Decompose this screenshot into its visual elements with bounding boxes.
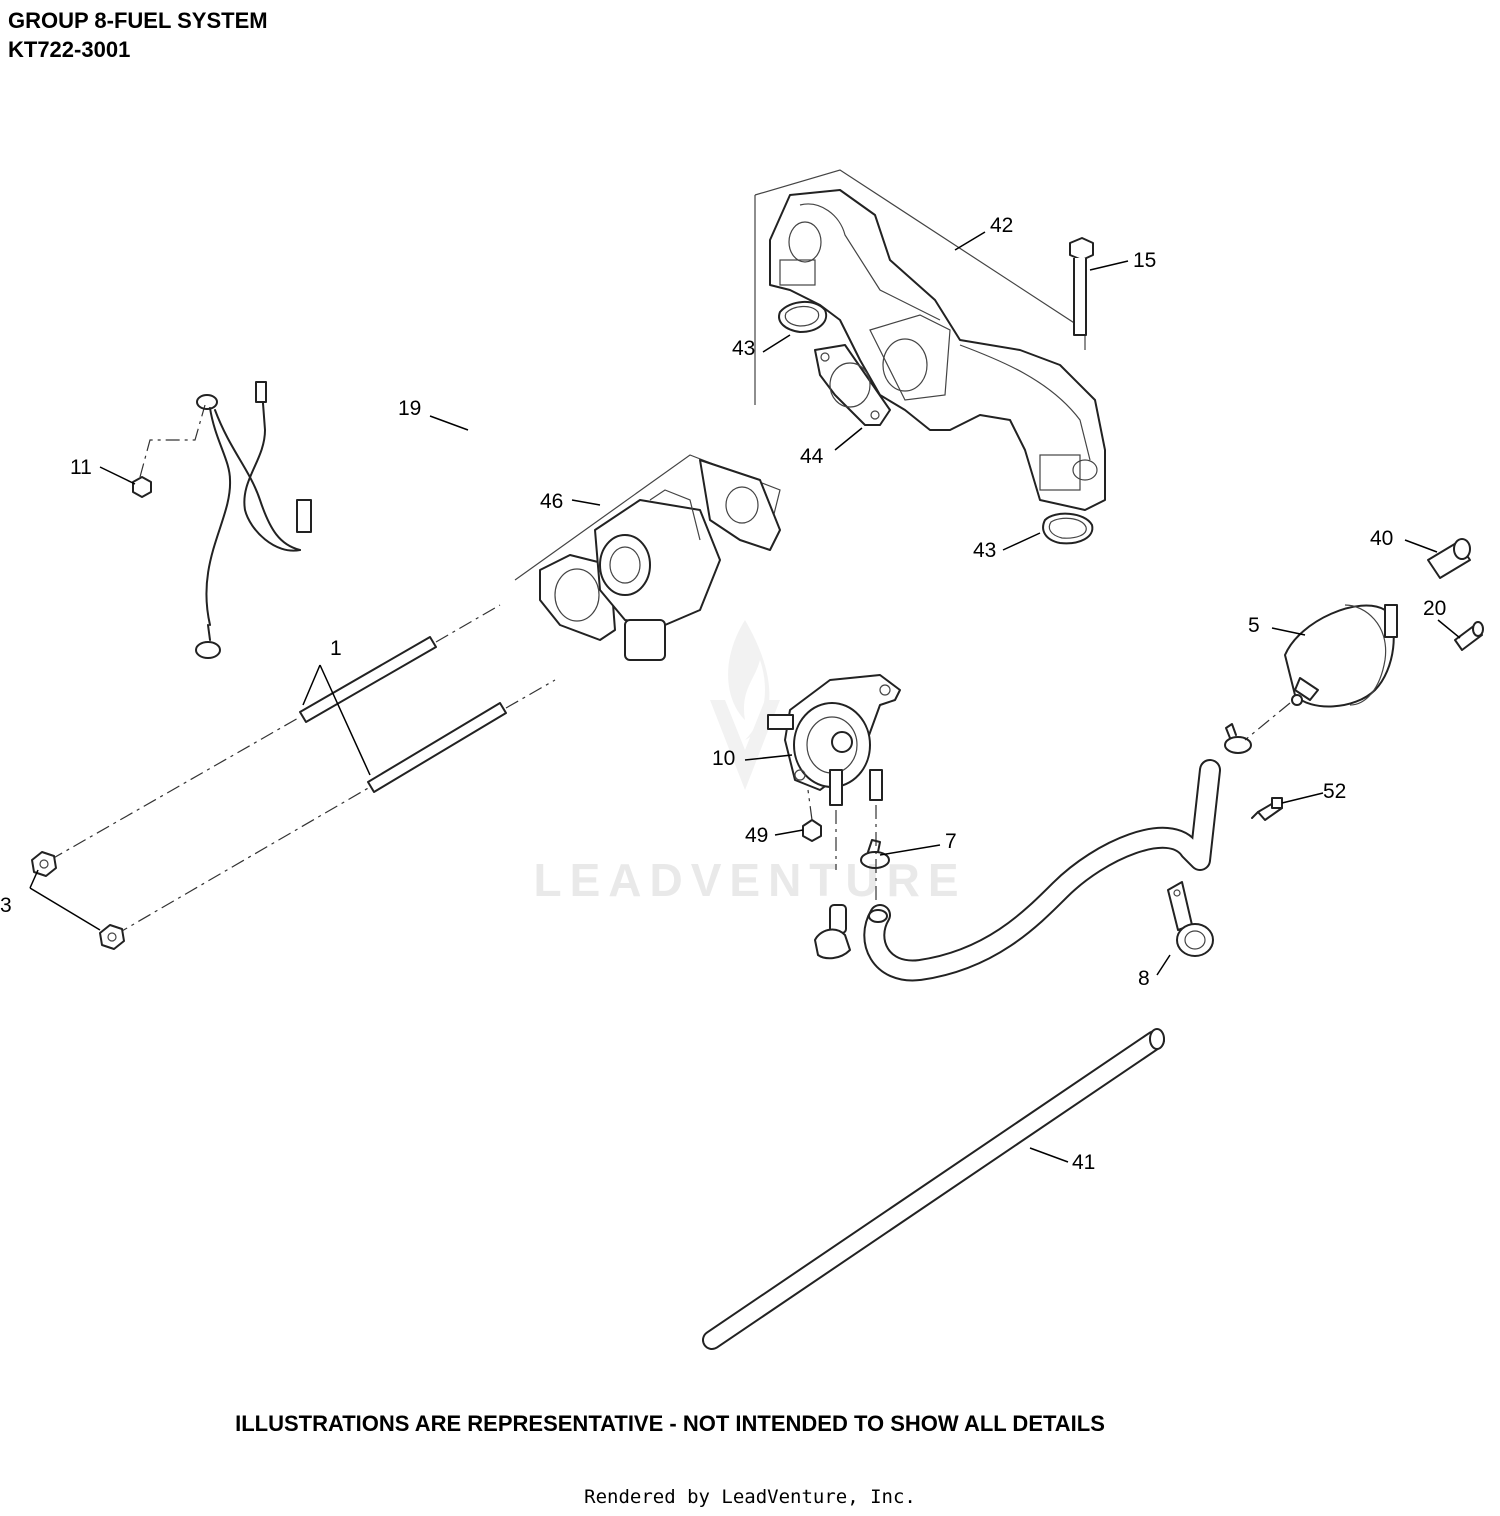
- fitting-52: [1251, 797, 1283, 821]
- centerline-upper: [49, 716, 301, 861]
- callout-43-lower: 43: [973, 539, 996, 562]
- callout-52: 52: [1323, 780, 1346, 803]
- callout-5: 5: [1248, 614, 1260, 637]
- callout-8: 8: [1138, 967, 1150, 990]
- page-title: GROUP 8-FUEL SYSTEM: [8, 8, 268, 33]
- callout-10: 10: [712, 747, 735, 770]
- ground-wire-harness: [195, 381, 312, 659]
- fuel-pump-10: [767, 674, 901, 806]
- nut-3-lower: [99, 924, 125, 950]
- plug-20: [1454, 621, 1484, 651]
- callout-41: 41: [1072, 1151, 1095, 1174]
- stud-1-lower: [367, 702, 507, 793]
- callout-42: 42: [990, 214, 1013, 237]
- intake-manifold: [754, 169, 1106, 511]
- callout-46: 46: [540, 490, 563, 513]
- fuel-filter-5: [1284, 604, 1398, 708]
- gasket-43-lower: [1042, 512, 1094, 545]
- centerline-upper-b: [435, 604, 501, 643]
- callout-40: 40: [1370, 527, 1393, 550]
- centerline-lower: [114, 786, 371, 936]
- disclaimer-text: ILLUSTRATIONS ARE REPRESENTATIVE - NOT I…: [235, 1411, 1105, 1436]
- callout-15: 15: [1133, 249, 1156, 272]
- callout-3: 3: [0, 894, 12, 917]
- clamp-7: [860, 839, 890, 869]
- centerline-lower-b: [505, 679, 556, 709]
- clamp-filter: [1224, 723, 1252, 754]
- screw-11: [132, 404, 206, 498]
- elbow-fitting: [814, 904, 851, 960]
- screw-49: [802, 789, 822, 842]
- stud-1-upper: [299, 636, 437, 723]
- callout-19: 19: [398, 397, 421, 420]
- sleeve-40: [1427, 538, 1471, 579]
- callout-20: 20: [1423, 597, 1446, 620]
- carburetor-46: [514, 454, 781, 661]
- leader-lines: [29, 231, 1461, 1163]
- watermark-logo: [710, 620, 780, 790]
- hose-19: [387, 438, 510, 470]
- render-credit: Rendered by LeadVenture, Inc.: [584, 1486, 916, 1508]
- callout-7: 7: [945, 830, 957, 853]
- callout-11: 11: [70, 456, 92, 479]
- filter-centerline: [1244, 702, 1291, 741]
- nut-3-upper: [31, 851, 57, 877]
- watermark-text: LEADVENTURE: [533, 854, 966, 906]
- gasket-43-upper: [778, 301, 828, 333]
- bolt-15: [1069, 237, 1094, 336]
- callout-49: 49: [745, 824, 768, 847]
- callout-1: 1: [330, 637, 342, 660]
- callout-44: 44: [800, 445, 824, 468]
- callout-43-upper: 43: [732, 337, 755, 360]
- fuel-hose: [863, 759, 1221, 982]
- clip-8: [1167, 881, 1214, 957]
- gasket-44: [814, 344, 891, 426]
- model-number: KT722-3001: [8, 37, 131, 62]
- hose-41: [702, 1028, 1165, 1350]
